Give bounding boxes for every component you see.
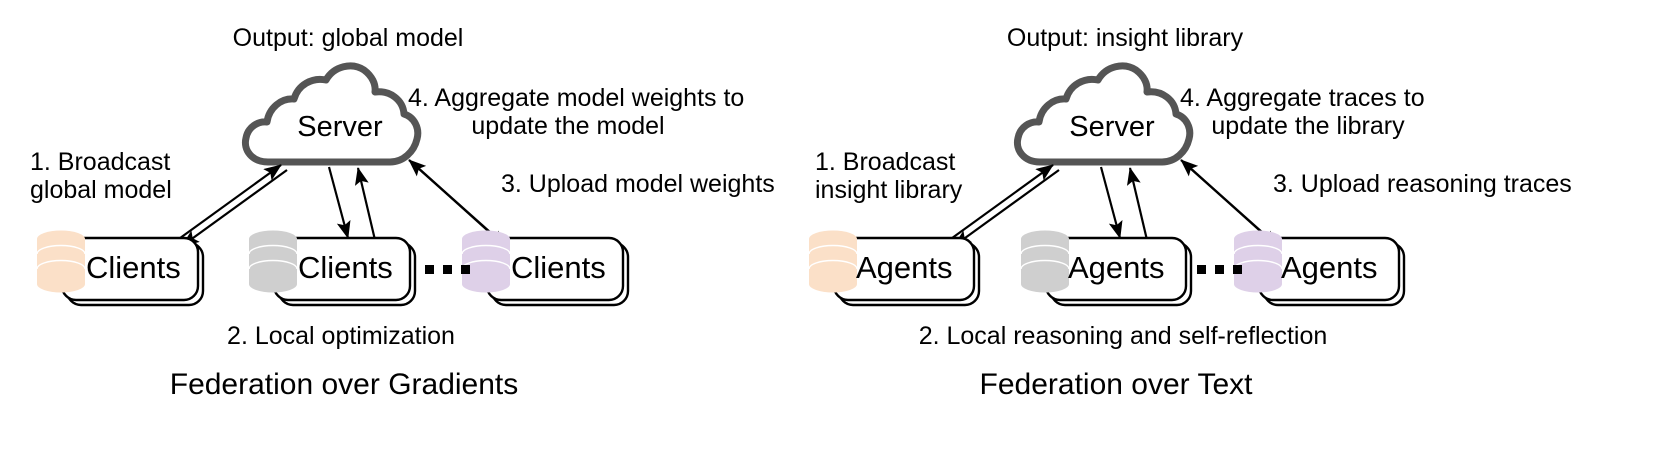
arrow-broadcast-left [175,164,288,247]
node-box-3 [1257,236,1406,307]
step-1-line-1: 1. Broadcast [815,148,956,176]
node-label-3: Agents [1281,250,1378,285]
node-label-1: Clients [86,250,181,285]
node-label-1: Agents [856,250,953,285]
database-icon-2 [248,230,298,293]
node-box-3 [485,236,630,307]
step-4-line-1: 4. Aggregate model weights to [408,84,745,112]
node-label-2: Agents [1068,250,1165,285]
server-label: Server [297,111,383,143]
step-2-label: 2. Local optimization [227,322,455,350]
database-icon-1 [36,230,86,293]
panel-gradients-graphics [36,62,630,307]
arrow-broadcast-left [947,164,1060,247]
step-3-label: 3. Upload model weights [501,170,775,198]
database-icon-3 [1233,230,1283,293]
node-box-1 [60,236,205,307]
panel-caption: Federation over Text [979,368,1253,401]
server-label: Server [1069,111,1155,143]
database-icon-3 [461,230,511,293]
server-cloud-icon [241,62,422,166]
panel-text-graphics [808,62,1406,307]
arrow-middle-agent [1099,166,1149,241]
output-title: Output: insight library [1006,24,1244,52]
node-box-2 [272,236,417,307]
panel-federation-over-text: Output: insight library Server 1. Broadc… [790,0,1659,456]
server-cloud-icon [1013,62,1194,166]
step-1-line-2: global model [30,176,172,204]
panel-caption: Federation over Gradients [169,368,519,401]
step-4-line-2: update the library [1211,112,1405,140]
panel-federation-over-gradients: Output: global model Server 1. Broadcast… [0,0,790,456]
step-1-line-2: insight library [815,176,963,204]
step-4-line-1: 4. Aggregate traces to [1180,84,1425,112]
output-title: Output: global model [232,24,464,52]
ellipsis-dots [1197,265,1242,274]
ellipsis-dots [425,265,470,274]
step-3-label: 3. Upload reasoning traces [1273,170,1572,198]
database-icon-1 [808,230,858,293]
node-box-2 [1044,236,1193,307]
node-label-3: Clients [511,250,606,285]
step-1-line-1: 1. Broadcast [30,148,171,176]
arrow-middle-client [327,166,377,241]
database-icon-2 [1020,230,1070,293]
node-label-2: Clients [298,250,393,285]
step-4-line-2: update the model [471,112,665,140]
step-2-label: 2. Local reasoning and self-reflection [918,322,1328,350]
